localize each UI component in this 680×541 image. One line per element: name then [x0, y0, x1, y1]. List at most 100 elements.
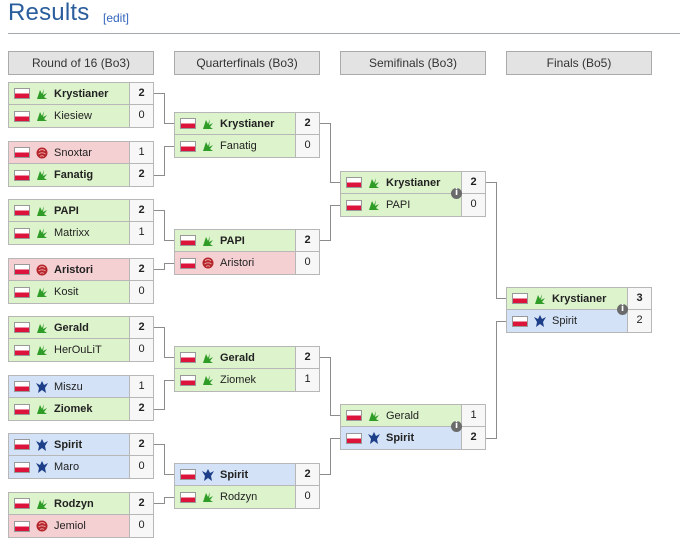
player-name: Fanatig	[220, 140, 257, 152]
protoss-icon	[196, 117, 215, 131]
connector-line	[486, 321, 506, 439]
edit-link[interactable]: [edit]	[103, 11, 130, 25]
player-name: Krystianer	[220, 117, 275, 130]
terran-icon	[362, 431, 381, 445]
player-name: Jemiol	[54, 520, 86, 532]
protoss-icon	[196, 139, 215, 153]
poland-flag-icon	[180, 257, 196, 269]
player-name: Rodzyn	[220, 491, 258, 503]
player-score: 1	[129, 222, 153, 244]
poland-flag-icon	[14, 403, 30, 415]
team-row[interactable]: Jemiol 0	[8, 515, 154, 538]
info-icon[interactable]: i	[617, 304, 628, 315]
info-icon[interactable]: i	[451, 421, 462, 432]
player-score: 1	[295, 369, 319, 391]
connector-line	[486, 182, 506, 299]
terran-icon	[30, 380, 49, 394]
team-row[interactable]: Ziomek 1	[174, 369, 320, 392]
player-name: Miszu	[54, 380, 83, 393]
zerg-icon	[196, 256, 215, 270]
poland-flag-icon	[180, 469, 196, 480]
player-name: Maro	[54, 461, 80, 473]
round-header-4: Finals (Bo5)	[506, 51, 652, 75]
player-name: Spirit	[220, 468, 249, 481]
player-name: PAPI	[386, 199, 411, 211]
player-name: Ziomek	[220, 374, 257, 386]
player-name: Krystianer	[552, 292, 607, 305]
poland-flag-icon	[180, 140, 196, 152]
poland-flag-icon	[14, 439, 30, 450]
protoss-icon	[30, 109, 49, 123]
player-name: Kiesiew	[54, 110, 92, 122]
title-divider	[8, 33, 680, 34]
player-name: HerOuLiT	[54, 344, 102, 356]
protoss-icon	[362, 176, 381, 190]
round-header-2: Quarterfinals (Bo3)	[174, 51, 320, 75]
poland-flag-icon	[346, 199, 362, 211]
player-score: 2	[129, 398, 153, 420]
player-name: Krystianer	[386, 176, 441, 189]
connector-line	[320, 438, 340, 475]
protoss-icon	[362, 409, 381, 423]
team-row[interactable]: Spirit 2	[506, 310, 652, 333]
poland-flag-icon	[512, 293, 528, 304]
team-row[interactable]: Ziomek 2	[8, 398, 154, 421]
team-row[interactable]: Spirit 2	[340, 427, 486, 450]
protoss-icon	[30, 343, 49, 357]
player-score: 0	[129, 515, 153, 537]
player-score: 2	[129, 83, 153, 104]
page-title: Results	[8, 0, 90, 26]
player-score: 2	[129, 164, 153, 186]
player-score: 1	[461, 405, 485, 426]
poland-flag-icon	[14, 381, 30, 392]
protoss-icon	[30, 321, 49, 335]
team-row[interactable]: Spirit 2	[174, 463, 320, 486]
player-score: 2	[461, 427, 485, 449]
poland-flag-icon	[14, 88, 30, 99]
player-name: Spirit	[386, 432, 415, 444]
player-score: 2	[129, 434, 153, 455]
player-name: Spirit	[552, 315, 578, 327]
poland-flag-icon	[14, 169, 30, 181]
protoss-icon	[196, 373, 215, 387]
player-score: 2	[295, 464, 319, 485]
player-name: Ziomek	[54, 403, 93, 415]
poland-flag-icon	[346, 410, 362, 421]
connector-line	[154, 444, 174, 475]
info-icon[interactable]: i	[451, 188, 462, 199]
protoss-icon	[362, 198, 381, 212]
player-name: Snoxtar	[54, 146, 92, 159]
poland-flag-icon	[14, 205, 30, 216]
player-score: 2	[627, 310, 651, 332]
player-name: Aristori	[220, 257, 255, 269]
protoss-icon	[30, 204, 49, 218]
zerg-icon	[30, 519, 49, 533]
protoss-icon	[196, 490, 215, 504]
